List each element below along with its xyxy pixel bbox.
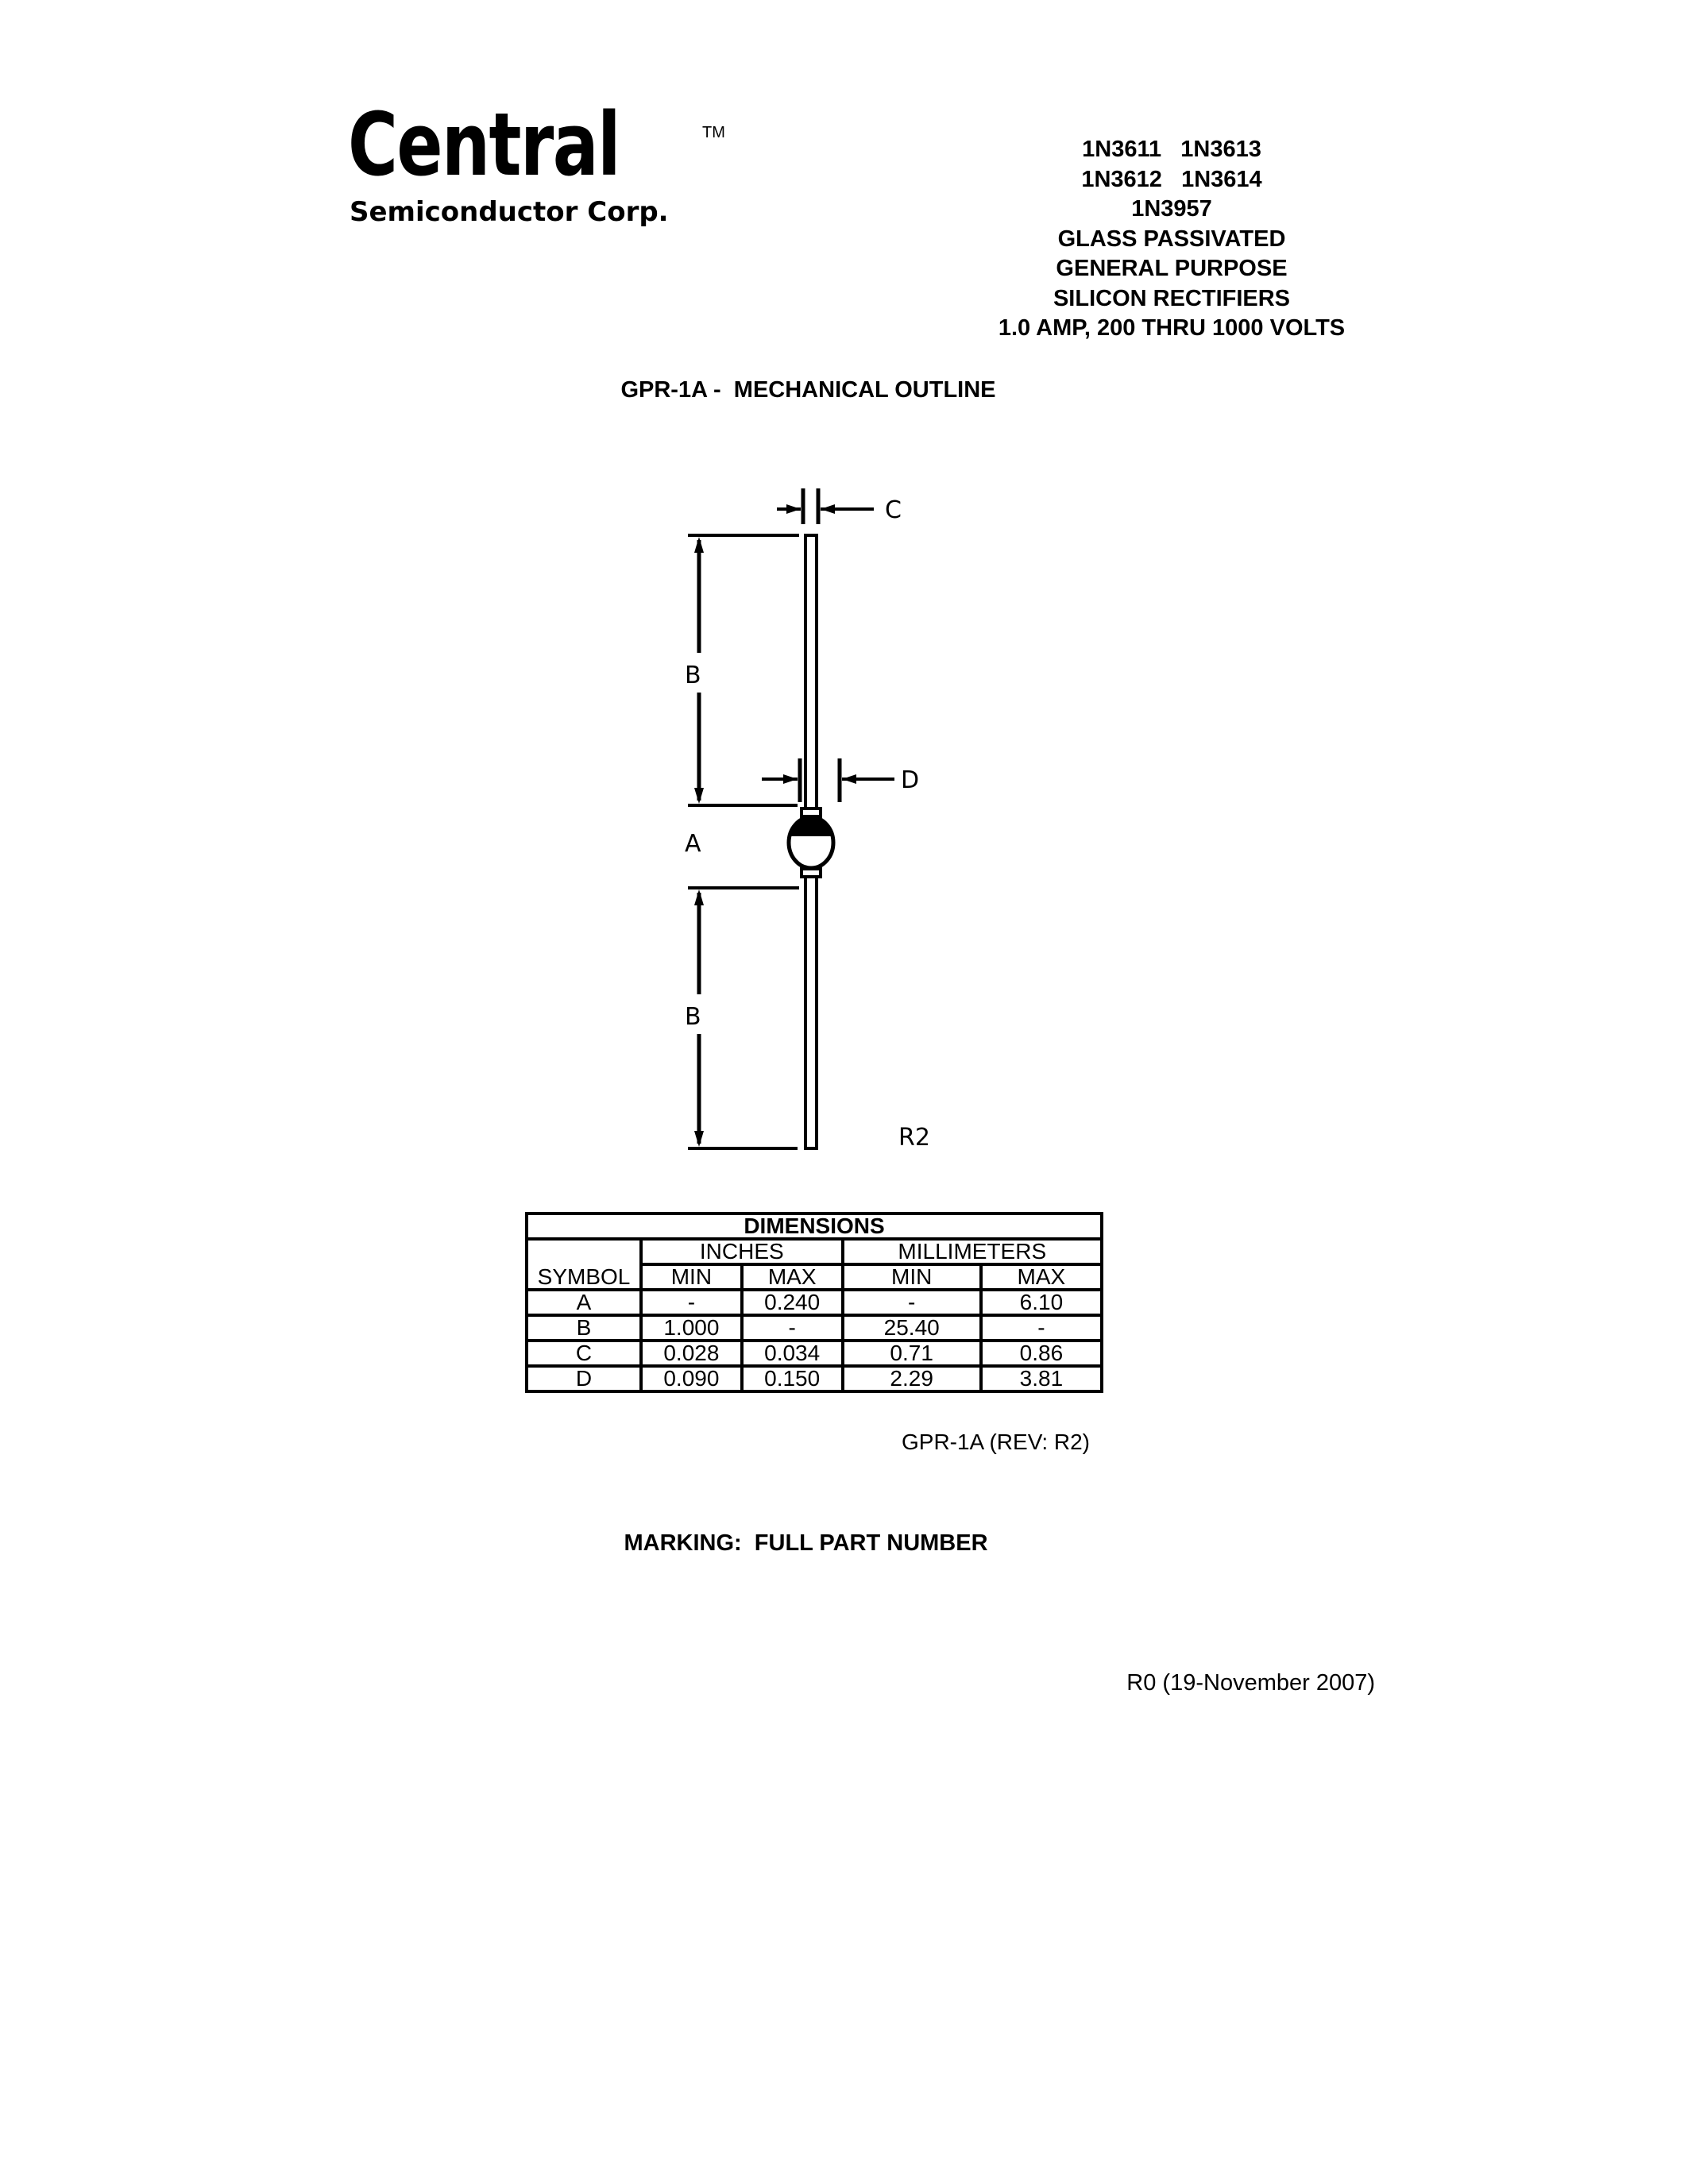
cell: 0.034 — [740, 1339, 844, 1368]
millimeters-header: MILLIMETERS — [840, 1237, 1104, 1266]
part-numbers-line-3: 1N3957 — [1131, 196, 1212, 222]
description-line-2: GENERAL PURPOSE — [1056, 256, 1288, 281]
arrow-c-left — [786, 504, 801, 514]
sub-header: MIN — [639, 1263, 744, 1291]
arrow-c-right — [821, 504, 835, 514]
cell: - — [840, 1288, 983, 1317]
cell: - — [740, 1314, 844, 1342]
cathode-band — [788, 816, 834, 836]
symbol-header: SYMBOL — [525, 1237, 643, 1291]
marking-note: MARKING: FULL PART NUMBER — [624, 1530, 988, 1556]
cell: 0.150 — [740, 1364, 844, 1393]
arrow-b-top-down — [694, 788, 704, 804]
part-numbers-line-1: 1N3611 1N3613 — [1082, 137, 1261, 162]
cell: - — [639, 1288, 744, 1317]
arrow-b-bottom-up — [694, 889, 704, 905]
cell: B — [525, 1314, 643, 1342]
dimensions-table: DIMENSIONS SYMBOL INCHES MILLIMETERS MIN… — [525, 1212, 1104, 1393]
label-b-bottom: B — [685, 1003, 701, 1031]
logo-central: Central — [348, 94, 621, 195]
document-revision: R0 (19-November 2007) — [1126, 1670, 1375, 1696]
cell: - — [979, 1314, 1104, 1342]
label-a: A — [685, 830, 701, 858]
arrow-b-top-up — [694, 537, 704, 553]
inches-header: INCHES — [639, 1237, 844, 1266]
cell: 0.028 — [639, 1339, 744, 1368]
cell: 25.40 — [840, 1314, 983, 1342]
part-title-block: 1N3611 1N3613 1N3612 1N3614 1N3957 GLASS… — [933, 135, 1410, 344]
cell: C — [525, 1339, 643, 1368]
upper-lead — [804, 534, 818, 820]
label-b-top: B — [685, 662, 701, 689]
sub-header: MAX — [979, 1263, 1104, 1291]
logo-subtitle: Semiconductor Corp. — [350, 196, 669, 228]
label-c: C — [885, 496, 902, 524]
cell: A — [525, 1288, 643, 1317]
arrow-b-bottom-down — [694, 1131, 704, 1147]
cell: 6.10 — [979, 1288, 1104, 1317]
logo-trademark: TM — [702, 124, 725, 141]
arrow-d-right — [842, 774, 856, 784]
rating-line: 1.0 AMP, 200 THRU 1000 VOLTS — [998, 315, 1346, 341]
arrow-d-left — [783, 774, 798, 784]
drawing-revision: R2 — [898, 1124, 930, 1152]
description-line-3: SILICON RECTIFIERS — [1053, 285, 1291, 311]
cell: 1.000 — [639, 1314, 744, 1342]
table-title: DIMENSIONS — [525, 1212, 1103, 1241]
table-revision: GPR-1A (REV: R2) — [901, 1430, 1090, 1454]
part-numbers-line-2: 1N3612 1N3614 — [1081, 166, 1262, 192]
cell: 2.29 — [840, 1364, 983, 1393]
sub-header: MIN — [840, 1263, 983, 1291]
cell: D — [525, 1364, 643, 1393]
cell: 0.240 — [740, 1288, 844, 1317]
sub-header: MAX — [740, 1263, 844, 1291]
cell: 0.090 — [639, 1364, 744, 1393]
outline-title: GPR-1A - MECHANICAL OUTLINE — [620, 377, 996, 403]
description-line-1: GLASS PASSIVATED — [1057, 226, 1286, 252]
label-d: D — [901, 766, 919, 794]
cell: 0.71 — [840, 1339, 983, 1368]
lower-lead — [804, 872, 818, 1150]
table-row: A-0.240-6.10 — [525, 1288, 1104, 1317]
cell: 3.81 — [979, 1364, 1104, 1393]
cell: 0.86 — [979, 1339, 1104, 1368]
